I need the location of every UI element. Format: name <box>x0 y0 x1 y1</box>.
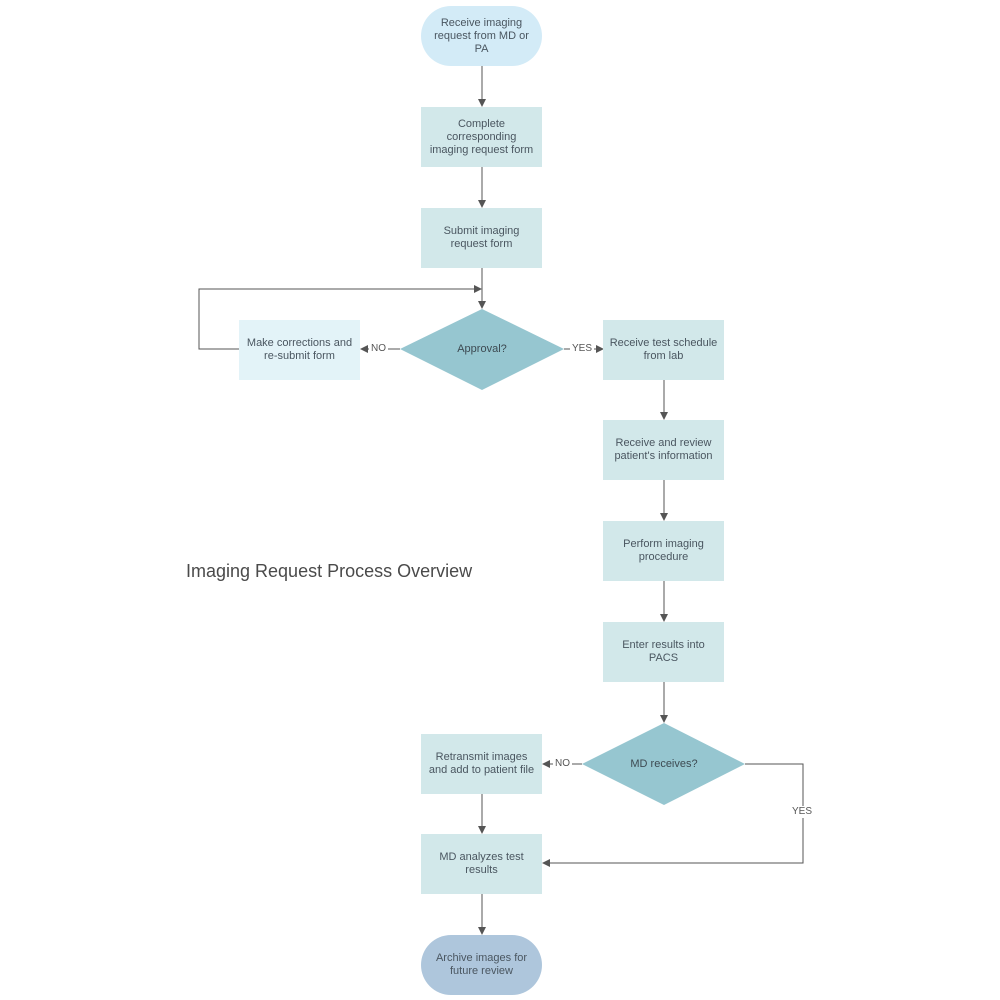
step-submit-form: Submit imaging request form <box>421 208 542 268</box>
step-receive-schedule: Receive test schedule from lab <box>603 320 724 380</box>
step-complete-form: Complete corresponding imaging request f… <box>421 107 542 167</box>
approval-diamond <box>400 309 564 390</box>
step-review-info: Receive and review patient's information <box>603 420 724 480</box>
md-receives-diamond <box>582 723 745 805</box>
approval-yes-label: YES <box>570 343 595 355</box>
edge-corrections-loop <box>198 285 482 350</box>
end-archive: Archive images for future review <box>421 935 542 995</box>
step-enter-results: Enter results into PACS <box>603 622 724 682</box>
start-receive-request: Receive imaging request from MD or PA <box>421 6 542 66</box>
step-md-analyzes: MD analyzes test results <box>421 834 542 894</box>
md-receives-no-label: NO <box>553 758 572 770</box>
decision-approval-label: Approval? <box>457 343 507 355</box>
md-receives-yes-label: YES <box>790 806 815 818</box>
decision-md-receives-label: MD receives? <box>630 758 698 770</box>
step-make-corrections: Make corrections and re-submit form <box>239 320 360 380</box>
step-retransmit: Retransmit images and add to patient fil… <box>421 734 542 794</box>
approval-no-label: NO <box>369 343 388 355</box>
step-perform-procedure: Perform imaging procedure <box>603 521 724 581</box>
diagram-title: Imaging Request Process Overview <box>186 561 473 581</box>
